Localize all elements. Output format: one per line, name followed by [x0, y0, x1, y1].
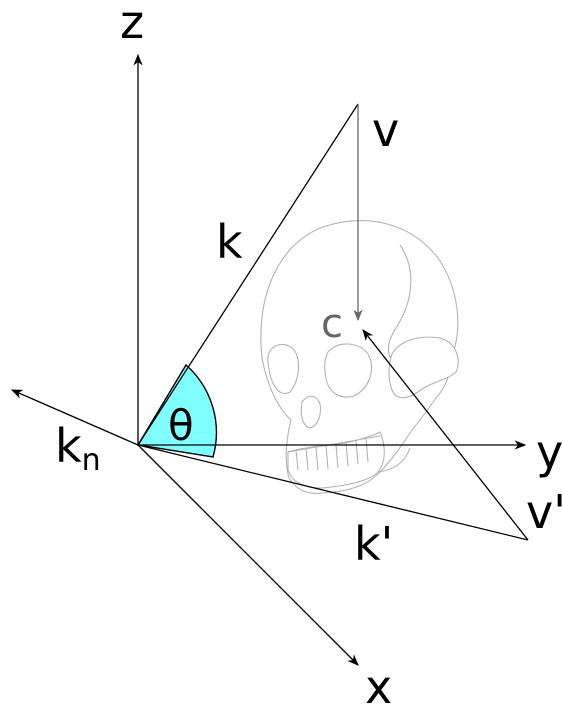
theta-label: θ	[168, 401, 194, 450]
c-label: c	[321, 301, 343, 347]
skull-nasal-cavity	[300, 395, 322, 429]
kn-normal-arrow	[10, 389, 139, 446]
x-axis-label: x	[365, 660, 392, 708]
skull-left-orbit	[267, 344, 300, 394]
x-axis-arrow	[137, 444, 359, 666]
y-axis-label: y	[536, 425, 563, 479]
skull-illustration	[260, 220, 459, 494]
k-prime-vector-line	[137, 444, 529, 541]
skull-mandible-line	[377, 447, 411, 473]
kn-label: kn	[55, 419, 101, 478]
k-vector-line	[137, 103, 359, 446]
v-prime-label: v'	[526, 485, 563, 539]
k-label: k	[216, 215, 243, 269]
skull-cheekbone	[388, 336, 459, 399]
k-prime-label: k'	[354, 517, 393, 571]
kn-label-subscript: n	[82, 443, 101, 478]
v-label: v	[372, 103, 399, 157]
theta-angle-wedge	[136, 363, 218, 458]
skull-temporal-line	[387, 244, 412, 361]
skull-teeth-line	[287, 435, 381, 471]
kn-label-main: k	[55, 419, 82, 473]
z-axis-label: z	[120, 0, 144, 49]
skull-right-orbit	[324, 343, 372, 398]
v-prime-to-c-arrow	[362, 329, 529, 541]
